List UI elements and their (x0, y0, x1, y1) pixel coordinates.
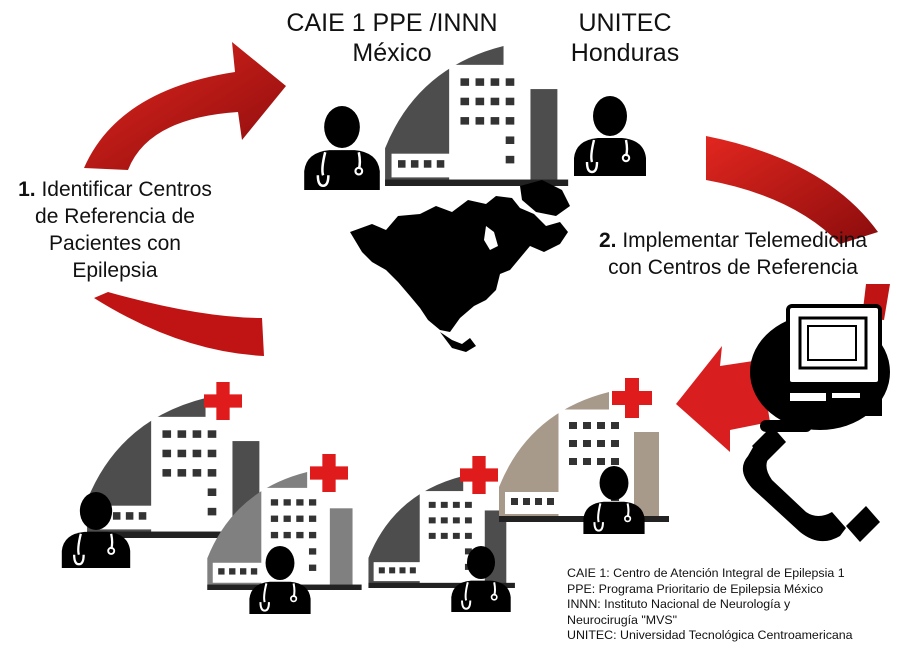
step-1-line: Identificar Centros (41, 178, 212, 201)
step-2-number: 2. (598, 229, 617, 252)
step-1-line: de Referencia de (35, 205, 195, 228)
acronym-legend: CAIE 1: Centro de Atención Integral de E… (567, 566, 911, 644)
legend-line: CAIE 1: Centro de Atención Integral de E… (567, 566, 845, 580)
legend-line: UNITEC: Universidad Tecnológica Centroam… (567, 628, 853, 642)
legend-line: PPE: Programa Prioritario de Epilepsia M… (567, 581, 824, 596)
computer-icon (750, 304, 890, 432)
label-unitec-honduras: UNITEC Honduras (560, 8, 690, 68)
legend-line: Neurocirugía "MVS" (567, 612, 678, 627)
legend-line: INNN: Instituto Nacional de Neurología y (567, 597, 791, 611)
label-unitec-line2: Honduras (570, 39, 680, 67)
curved-arrow-icon (676, 346, 770, 452)
medical-cross-icon (310, 454, 348, 492)
step-1-line: Pacientes con (49, 232, 181, 255)
step-1-text: 1. Identificar Centros de Referencia de … (4, 176, 226, 284)
step-2-line: Implementar Telemedicina (622, 229, 868, 252)
step-1-number: 1. (18, 178, 36, 201)
medical-cross-icon (460, 456, 498, 494)
step-2-line: con Centros de Referencia (608, 256, 858, 279)
label-unitec-line1: UNITEC (578, 9, 672, 37)
label-caie-line1: CAIE 1 PPE /INNN (286, 9, 498, 37)
telephone-icon (742, 426, 880, 542)
hospital-icon (498, 392, 670, 522)
label-caie-line2: México (352, 39, 432, 67)
north-america-map-icon (350, 180, 570, 352)
hospital-icon (368, 476, 516, 588)
curved-arrow-icon (94, 292, 264, 356)
doctor-icon (572, 96, 648, 176)
doctor-icon (302, 106, 382, 190)
label-caie-mexico: CAIE 1 PPE /INNN México (272, 8, 512, 68)
step-1-line: Epilepsia (72, 259, 158, 282)
step-2-text: 2. Implementar Telemedicina con Centros … (578, 227, 888, 281)
medical-cross-icon (204, 382, 242, 420)
curved-arrow-icon (84, 42, 286, 170)
